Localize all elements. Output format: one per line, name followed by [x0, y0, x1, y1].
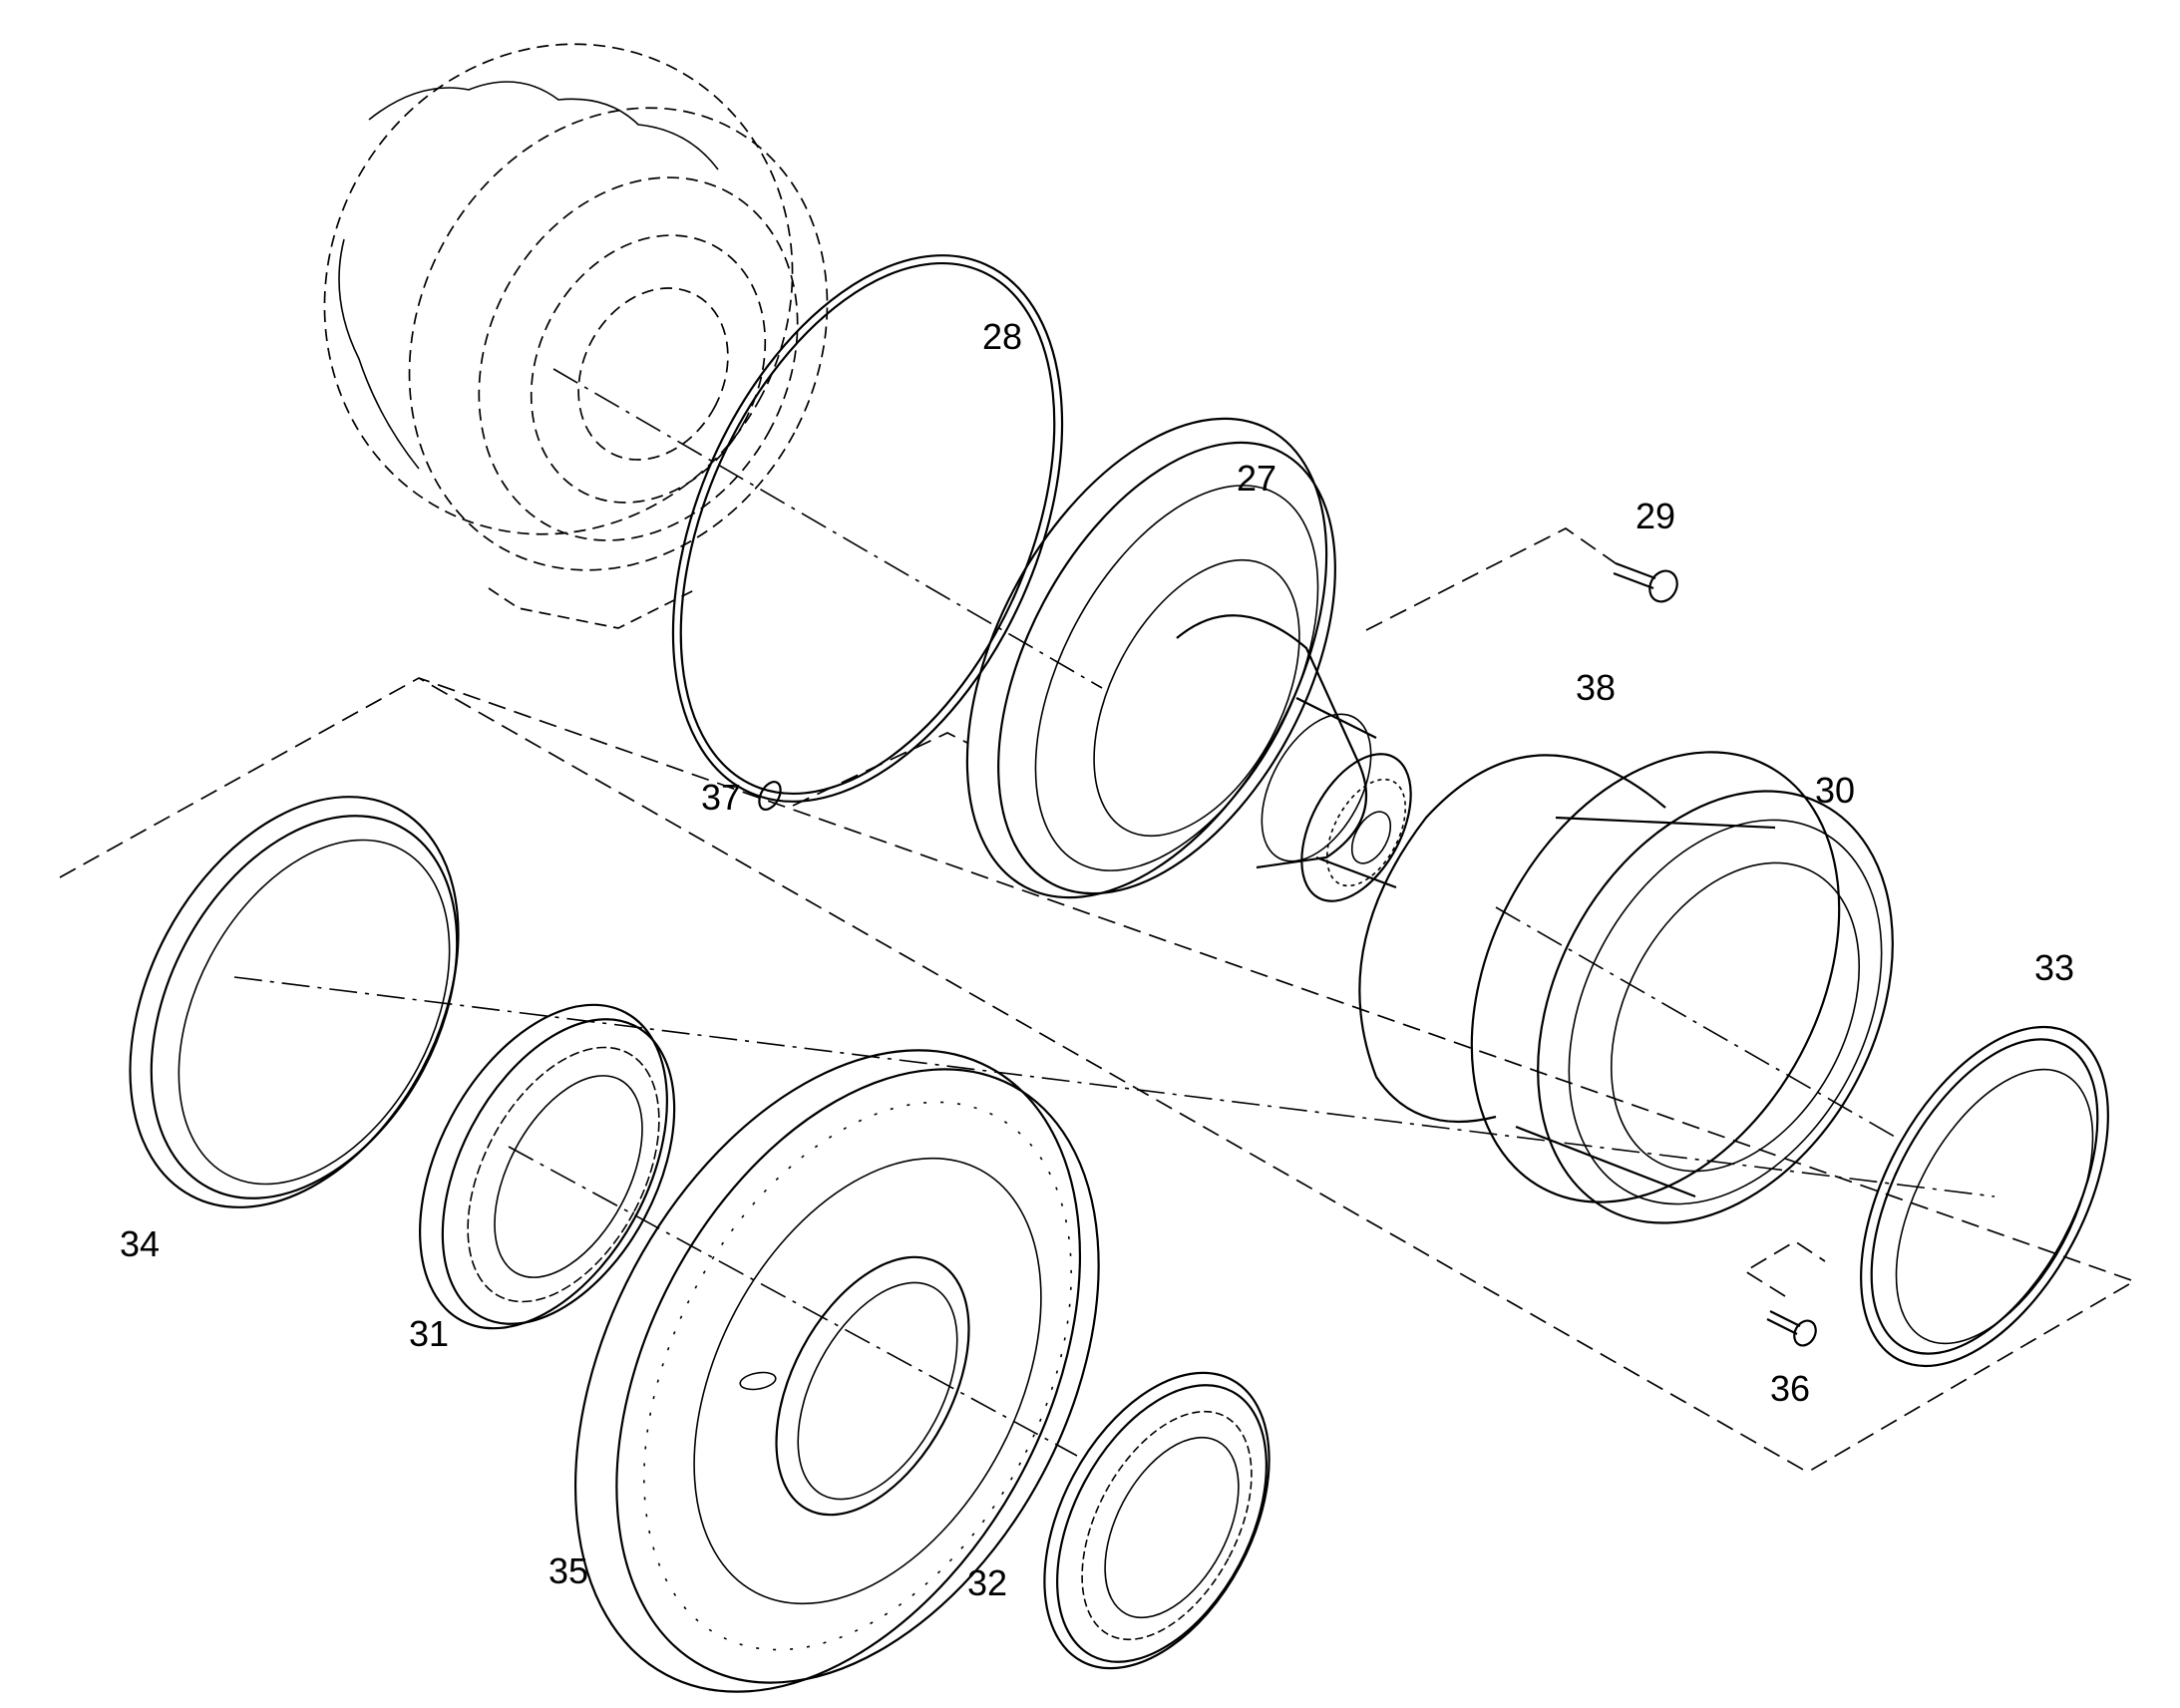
part-30-hub-housing	[1470, 751, 1894, 1224]
part-37-small-oring	[758, 780, 782, 812]
part-33-seal	[1860, 1025, 2109, 1368]
part-38-snap-ring	[1358, 754, 1666, 1124]
wheel-hub-ghost-part	[323, 43, 829, 629]
callout-30: 30	[1815, 770, 1855, 811]
part-28-oring	[671, 254, 1064, 803]
part-35-flange	[573, 1049, 1100, 1693]
part-34-seal	[129, 796, 460, 1208]
callout-36: 36	[1770, 1368, 1810, 1409]
assembly-lines	[59, 368, 2137, 1472]
callout-38: 38	[1576, 667, 1616, 708]
callout-34: 34	[120, 1223, 160, 1264]
callout-35: 35	[548, 1550, 588, 1591]
callout-32: 32	[967, 1562, 1007, 1603]
callout-37: 37	[701, 777, 741, 818]
part-27-spindle	[965, 417, 1412, 902]
part-31-bearing	[419, 1003, 676, 1330]
callout-27: 27	[1237, 458, 1276, 499]
part-36-bolt	[1766, 1310, 1817, 1347]
callout-31: 31	[409, 1313, 449, 1354]
part-32-bearing	[1043, 1371, 1271, 1670]
callout-33: 33	[2034, 947, 2074, 988]
callout-28: 28	[982, 316, 1022, 357]
callout-labels: 28 27 29 38 30 37 33 34 31 36 35 32	[120, 316, 2074, 1603]
callout-29: 29	[1635, 496, 1675, 536]
part-29-bolt	[1613, 561, 1678, 603]
